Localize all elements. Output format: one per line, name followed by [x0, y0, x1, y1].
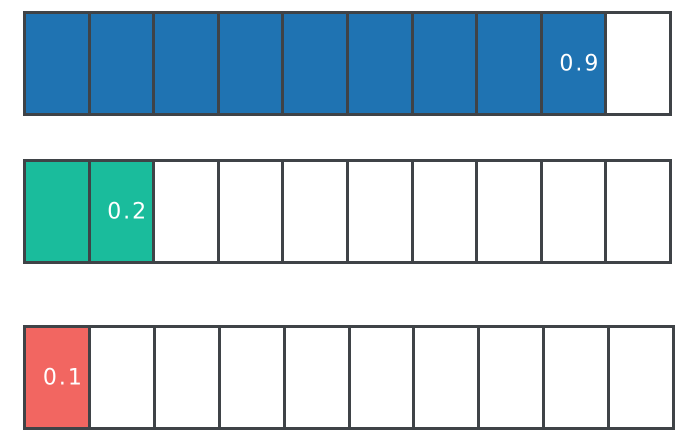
filled-cell [478, 14, 543, 113]
filled-cell [284, 14, 349, 113]
empty-cell [285, 328, 351, 427]
filled-cell [90, 14, 156, 113]
empty-cell [480, 328, 546, 427]
empty-cell [415, 328, 481, 427]
fraction-value-label: 0.2 [107, 199, 149, 224]
empty-cell [545, 328, 611, 427]
empty-cell [284, 162, 349, 261]
empty-cell [90, 328, 156, 427]
filled-cell [348, 14, 414, 113]
filled-cell: 0.1 [26, 328, 91, 427]
empty-cell [219, 162, 285, 261]
empty-cell [478, 162, 543, 261]
filled-cell [26, 162, 91, 261]
fraction-value-label: 0.1 [42, 365, 84, 390]
filled-cell [26, 14, 91, 113]
empty-cell [155, 328, 221, 427]
empty-cell [348, 162, 414, 261]
empty-cell [610, 328, 676, 427]
empty-cell [155, 162, 220, 261]
empty-cell [607, 162, 672, 261]
empty-cell [350, 328, 416, 427]
empty-cell [607, 14, 672, 113]
fraction-bar-0-2: 0.2 [23, 159, 672, 264]
filled-cell: 0.2 [90, 162, 156, 261]
fraction-value-label: 0.9 [559, 51, 601, 76]
fraction-bar-0-1: 0.1 [23, 325, 676, 430]
fraction-bar-0-9: 0.9 [23, 11, 672, 116]
empty-cell [220, 328, 286, 427]
filled-cell: 0.9 [542, 14, 608, 113]
filled-cell [155, 14, 220, 113]
empty-cell [542, 162, 608, 261]
filled-cell [413, 14, 479, 113]
empty-cell [413, 162, 479, 261]
filled-cell [219, 14, 285, 113]
